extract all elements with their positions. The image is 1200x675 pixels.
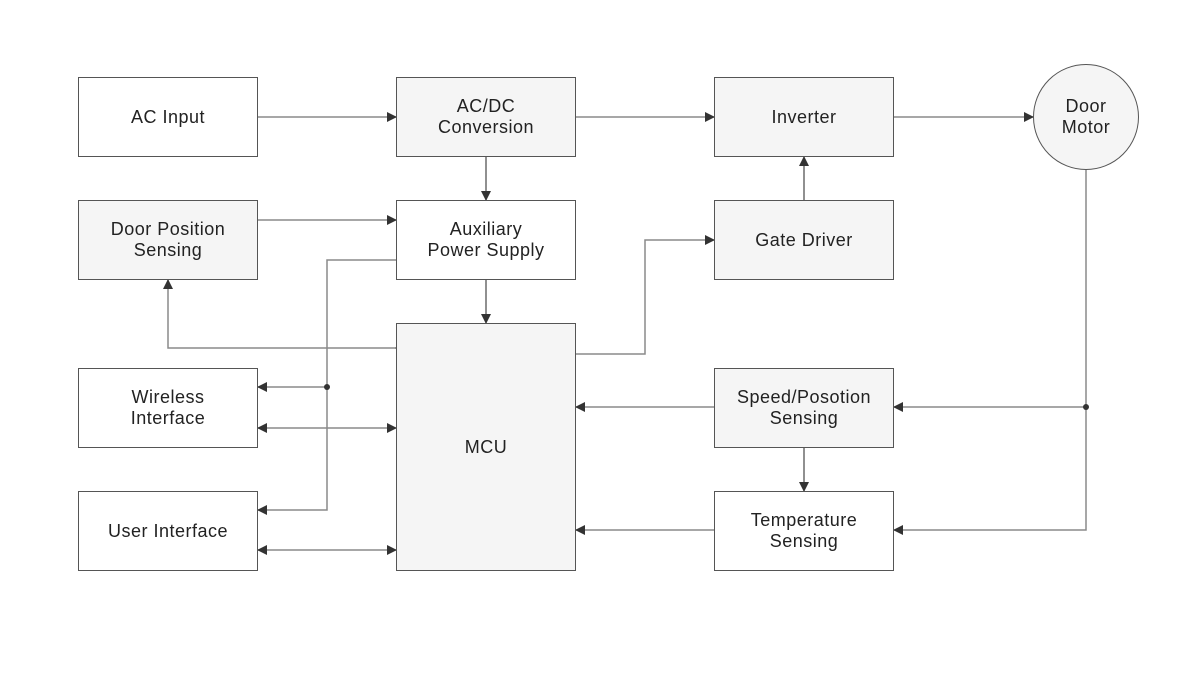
block-acdc-conversion: AC/DC Conversion bbox=[396, 77, 576, 157]
block-inverter: Inverter bbox=[714, 77, 894, 157]
junction-dot bbox=[1083, 404, 1089, 410]
block-door-position-sensing: Door Position Sensing bbox=[78, 200, 258, 280]
block-mcu: MCU bbox=[396, 323, 576, 571]
block-user-interface: User Interface bbox=[78, 491, 258, 571]
block-ac-input: AC Input bbox=[78, 77, 258, 157]
arrow-mcu-doorpos bbox=[163, 279, 405, 353]
block-speed-position-sensing: Speed/Posotion Sensing bbox=[714, 368, 894, 448]
block-auxiliary-power-supply: Auxiliary Power Supply bbox=[396, 200, 576, 280]
block-door-motor: Door Motor bbox=[1033, 64, 1139, 170]
line-motor-feedback bbox=[893, 170, 1087, 535]
junction-dot bbox=[324, 384, 330, 390]
arrow-mcu-gate bbox=[576, 235, 715, 355]
block-gate-driver: Gate Driver bbox=[714, 200, 894, 280]
block-wireless-interface: Wireless Interface bbox=[78, 368, 258, 448]
block-temperature-sensing: Temperature Sensing bbox=[714, 491, 894, 571]
